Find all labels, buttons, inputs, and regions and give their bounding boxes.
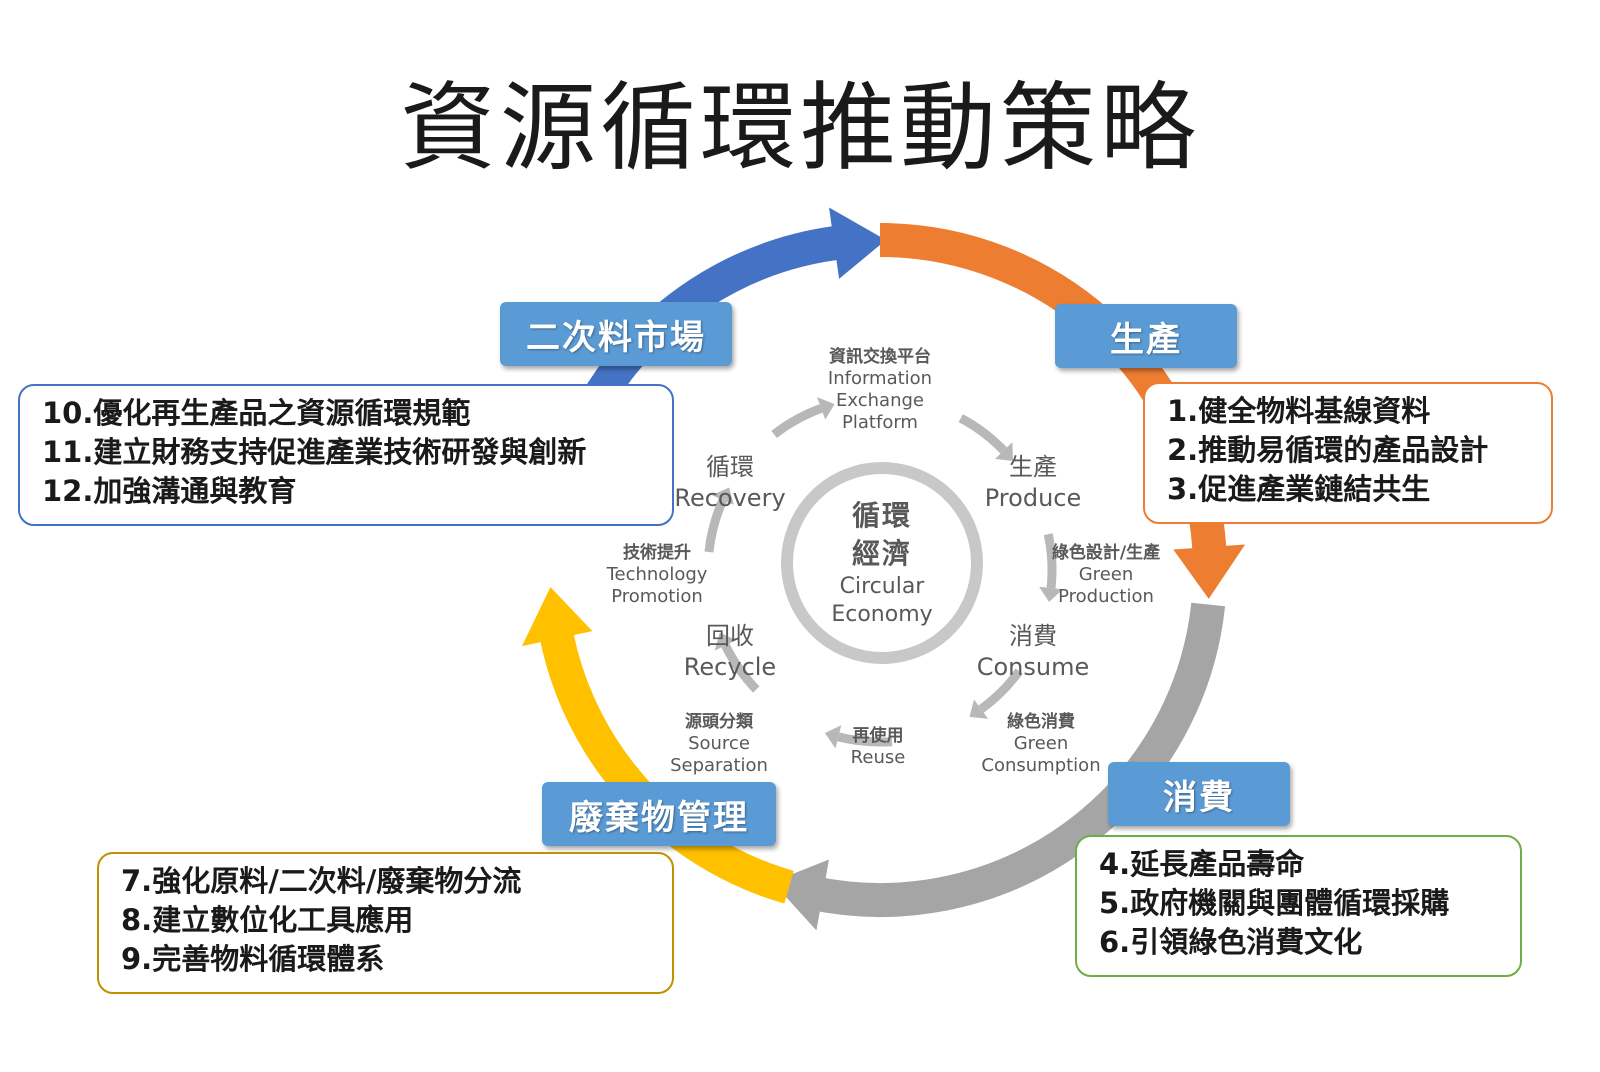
inner-cycle-arrows bbox=[704, 397, 1063, 749]
inner-node-consume: 消費 Consume bbox=[977, 621, 1090, 683]
strategy-box-consumption: 4.延長產品壽命 5.政府機關與團體循環採購 6.引領綠色消費文化 bbox=[1075, 835, 1522, 977]
strategy-item: 12.加強溝通與教育 bbox=[42, 474, 297, 508]
outer-arrowhead-blue bbox=[829, 207, 886, 279]
link-zh: 技術提升 bbox=[622, 543, 691, 563]
inner-node-en: Produce bbox=[984, 484, 1082, 512]
inner-node-en: Consume bbox=[976, 653, 1090, 681]
stage-production: 生產 bbox=[1055, 304, 1237, 368]
inner-arrow-arc bbox=[958, 414, 1007, 454]
stage-waste-management: 廢棄物管理 bbox=[542, 782, 776, 846]
inner-arrowhead bbox=[1039, 586, 1063, 602]
outer-arc-blue bbox=[579, 224, 848, 414]
inner-node-en: Recovery bbox=[674, 484, 786, 512]
inner-link-tech-promotion: 技術提升 Technology Promotion bbox=[607, 542, 708, 608]
stage-secondary-market: 二次料市場 bbox=[500, 302, 732, 366]
strategy-box-waste-management: 7.強化原料/二次料/廢棄物分流 8.建立數位化工具應用 9.完善物料循環體系 bbox=[97, 852, 674, 994]
inner-node-en: Recycle bbox=[683, 653, 777, 681]
inner-arrow-arc bbox=[1043, 533, 1057, 589]
core-label-en-2: Economy bbox=[831, 602, 933, 627]
strategy-item: 4.延長產品壽命 bbox=[1099, 847, 1305, 881]
inner-node-zh: 生產 bbox=[1008, 453, 1057, 481]
inner-link-green-design: 綠色設計/生產 Green Production bbox=[1052, 542, 1160, 608]
inner-node-zh: 循環 bbox=[706, 453, 754, 481]
inner-arrowhead bbox=[714, 632, 737, 651]
link-en: Production bbox=[1058, 586, 1154, 607]
inner-arrowhead bbox=[711, 487, 734, 505]
link-en: Promotion bbox=[611, 586, 703, 607]
link-zh: 綠色消費 bbox=[1007, 712, 1075, 732]
inner-arrowhead bbox=[824, 725, 842, 749]
diagram-title: 資源循環推動策略 bbox=[400, 72, 1200, 184]
strategy-item: 3.促進產業鏈結共生 bbox=[1167, 472, 1431, 506]
link-en: Technology bbox=[606, 564, 708, 585]
strategy-box-production: 1.健全物料基線資料 2.推動易循環的產品設計 3.促進產業鏈結共生 bbox=[1143, 382, 1553, 524]
link-en: Exchange bbox=[836, 390, 924, 411]
circular-economy-core: 循環 經濟 Circular Economy bbox=[781, 462, 983, 664]
inner-arrowhead bbox=[995, 442, 1014, 461]
inner-link-source-separation: 源頭分類 Source Separation bbox=[670, 711, 768, 777]
inner-node-recovery: 循環 Recovery bbox=[674, 452, 785, 514]
link-en: Source bbox=[688, 733, 750, 754]
strategy-item: 1.健全物料基線資料 bbox=[1167, 394, 1431, 428]
inner-arrow-arc bbox=[771, 404, 823, 439]
outer-arc-gray bbox=[807, 602, 1226, 917]
inner-node-zh: 消費 bbox=[1008, 622, 1057, 650]
stage-consumption: 消費 bbox=[1108, 762, 1290, 826]
strategy-item: 9.完善物料循環體系 bbox=[121, 942, 385, 976]
inner-arrow-arc bbox=[704, 498, 728, 553]
link-en: Information bbox=[827, 368, 933, 389]
core-label-en-1: Circular bbox=[839, 574, 925, 599]
link-en: Platform bbox=[842, 412, 918, 433]
inner-node-recycle: 回收 Recycle bbox=[684, 621, 776, 683]
link-en: Reuse bbox=[850, 747, 906, 768]
inner-link-green-consumption: 綠色消費 Green Consumption bbox=[981, 711, 1100, 777]
inner-arrow-arc bbox=[837, 732, 893, 747]
core-label-zh-1: 循環 bbox=[851, 499, 912, 532]
inner-arrow-arc bbox=[978, 668, 1023, 713]
link-en: Consumption bbox=[981, 755, 1101, 776]
strategy-item: 10.優化再生產品之資源循環規範 bbox=[42, 396, 471, 430]
link-en: Green bbox=[1013, 733, 1069, 754]
inner-arrowhead bbox=[969, 699, 989, 719]
link-zh: 源頭分類 bbox=[685, 712, 753, 732]
link-en: Separation bbox=[670, 755, 768, 776]
core-label-zh-2: 經濟 bbox=[851, 537, 912, 570]
strategy-box-secondary-market: 10.優化再生產品之資源循環規範 11.建立財務支持促進產業技術研發與創新 12… bbox=[18, 384, 674, 526]
inner-arrow-arc bbox=[721, 643, 760, 693]
inner-link-info-platform: 資訊交換平台 Information Exchange Platform bbox=[828, 346, 932, 434]
outer-arrowhead-yellow bbox=[521, 587, 593, 647]
strategy-item: 7.強化原料/二次料/廢棄物分流 bbox=[121, 864, 522, 898]
inner-link-reuse: 再使用 Reuse bbox=[851, 725, 906, 769]
link-zh: 再使用 bbox=[852, 726, 904, 746]
outer-arrowhead-orange bbox=[1173, 544, 1246, 599]
strategy-item: 11.建立財務支持促進產業技術研發與創新 bbox=[42, 435, 587, 469]
inner-node-zh: 回收 bbox=[705, 622, 754, 650]
strategy-item: 2.推動易循環的產品設計 bbox=[1167, 433, 1489, 467]
inner-node-produce: 生產 Produce bbox=[985, 452, 1081, 514]
strategy-item: 5.政府機關與團體循環採購 bbox=[1099, 886, 1450, 920]
strategy-item: 8.建立數位化工具應用 bbox=[121, 903, 414, 937]
link-en: Green bbox=[1078, 564, 1134, 585]
link-zh: 資訊交換平台 bbox=[828, 347, 931, 367]
inner-arrowhead bbox=[817, 397, 835, 420]
strategy-item: 6.引領綠色消費文化 bbox=[1099, 925, 1363, 959]
link-zh: 綠色設計/生產 bbox=[1051, 543, 1161, 563]
